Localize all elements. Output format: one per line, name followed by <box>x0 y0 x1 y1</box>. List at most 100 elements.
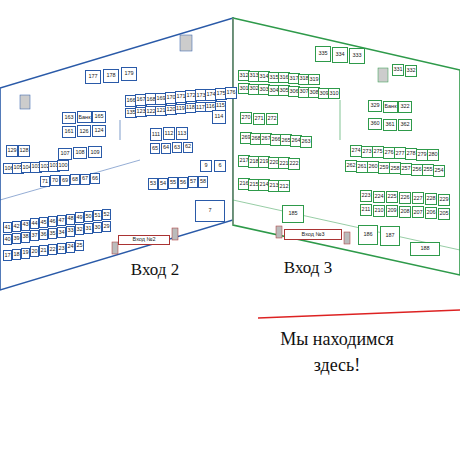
stall-box: 43 <box>21 220 30 231</box>
stall-number: 255 <box>423 167 432 173</box>
stall-box: 66 <box>90 173 100 184</box>
stall-number: 361 <box>385 122 394 128</box>
stall-box: 41 <box>3 222 12 233</box>
stall-number: 161 <box>64 129 73 135</box>
stall-box: 222 <box>288 158 300 170</box>
stall-box: 19 <box>21 248 30 259</box>
stall-box: 332 <box>405 65 417 77</box>
stall-number: 209 <box>387 208 396 214</box>
stall-number: 57 <box>190 179 196 185</box>
stall-box: 280 <box>427 149 439 161</box>
stall-number: 329 <box>370 103 379 109</box>
stall-box: 36 <box>39 229 48 240</box>
stall-box: 185 <box>282 205 304 223</box>
stall-number: 19 <box>22 250 28 256</box>
you-are-here-note: Мы находимся здесь! <box>262 326 412 378</box>
stall-number: 20 <box>31 249 37 255</box>
stall-box: 211 <box>360 204 372 216</box>
stall-box: 271 <box>253 113 265 125</box>
stall-number: 71 <box>42 179 48 185</box>
stall-number: 332 <box>406 68 415 74</box>
stall-number: 42 <box>13 224 19 230</box>
stall-box: 270 <box>240 112 252 124</box>
stall-number: 270 <box>241 115 250 121</box>
stall-number: 39 <box>13 236 19 242</box>
stall-box: 331 <box>392 64 404 76</box>
stall-number: 58 <box>200 179 206 185</box>
stall-number: 9 <box>204 163 207 169</box>
stall-number: 37 <box>31 233 37 239</box>
door-label: Вход №3 <box>302 232 325 238</box>
stall-box: 254 <box>433 165 445 177</box>
stall-box: 228 <box>425 193 437 205</box>
stall-box: 362 <box>398 119 412 131</box>
stall-number: 117 <box>196 105 205 111</box>
stall-box: 55 <box>168 177 178 189</box>
stall-box: 224 <box>373 191 385 203</box>
stall-box: 329 <box>368 100 382 112</box>
stall-box: 53 <box>148 178 158 190</box>
stall-number: 44 <box>31 221 37 227</box>
stall-box: 186 <box>358 225 378 245</box>
stall-number: 69 <box>62 178 68 184</box>
stall-box: 124 <box>92 125 106 137</box>
stall-box: 52 <box>102 209 111 220</box>
stall-number: 128 <box>19 148 28 154</box>
stall-number: 274 <box>351 148 360 154</box>
stall-box: 226 <box>399 192 411 204</box>
stall-number: 224 <box>374 194 383 200</box>
stall-box: 39 <box>12 233 21 244</box>
stall-box: 62 <box>183 142 193 153</box>
stall-box: 128 <box>18 145 30 157</box>
stall-number: 6 <box>218 163 221 169</box>
stall-number: 207 <box>413 210 422 216</box>
stall-box: 49 <box>75 212 84 223</box>
stall-box: 310 <box>328 88 340 99</box>
stall-number: 65 <box>152 146 158 152</box>
stall-box: 69 <box>60 175 70 186</box>
stairs <box>172 228 178 240</box>
entrance-label: Вход 2 <box>115 258 195 283</box>
stall-number: 212 <box>279 184 288 190</box>
stall-box: 212 <box>278 180 290 192</box>
stall-box: 56 <box>178 177 188 189</box>
stall-number: 29 <box>103 224 109 230</box>
stall-number: 319 <box>309 77 318 83</box>
stall-number: 116 <box>206 104 215 110</box>
stall-box: 68 <box>70 174 80 185</box>
stall-number: 322 <box>400 104 409 110</box>
stall-box: 29 <box>102 221 111 232</box>
stall-number: 279 <box>417 152 426 158</box>
stall-number: 256 <box>412 167 421 173</box>
stall-box: 65 <box>150 143 160 154</box>
entrance-door: Вход №3 <box>284 229 342 240</box>
stall-box: 18 <box>12 249 21 260</box>
stall-box: 67 <box>80 174 90 185</box>
stall-box: 100 <box>57 160 69 171</box>
stall-number: 271 <box>254 116 263 122</box>
stall-number: 49 <box>76 215 82 221</box>
stall-number: 334 <box>335 52 344 58</box>
stall-number: 33 <box>67 228 73 234</box>
stall-box: 163 <box>62 112 76 124</box>
stall-box: 188 <box>410 242 440 256</box>
stall-box: 334 <box>332 47 348 63</box>
entrance-label: Вход 3 <box>268 256 348 281</box>
stall-box: 45 <box>39 217 48 228</box>
stall-number: 22 <box>49 247 55 253</box>
stall-box: 7 <box>195 200 225 222</box>
stall-number: 30 <box>94 225 100 231</box>
stall-number: 176 <box>226 90 235 96</box>
stall-number: 25 <box>76 243 82 249</box>
stall-box: 21 <box>39 245 48 256</box>
stall-number: 257 <box>401 166 410 172</box>
stall-number: 335 <box>318 51 327 57</box>
stall-number: 208 <box>400 209 409 215</box>
stall-number: 223 <box>361 193 370 199</box>
stall-box: 112 <box>163 127 175 140</box>
stall-number: 280 <box>428 152 437 158</box>
stall-number: 55 <box>170 180 176 186</box>
stall-number: Банк <box>78 115 90 121</box>
stall-number: 66 <box>92 176 98 182</box>
